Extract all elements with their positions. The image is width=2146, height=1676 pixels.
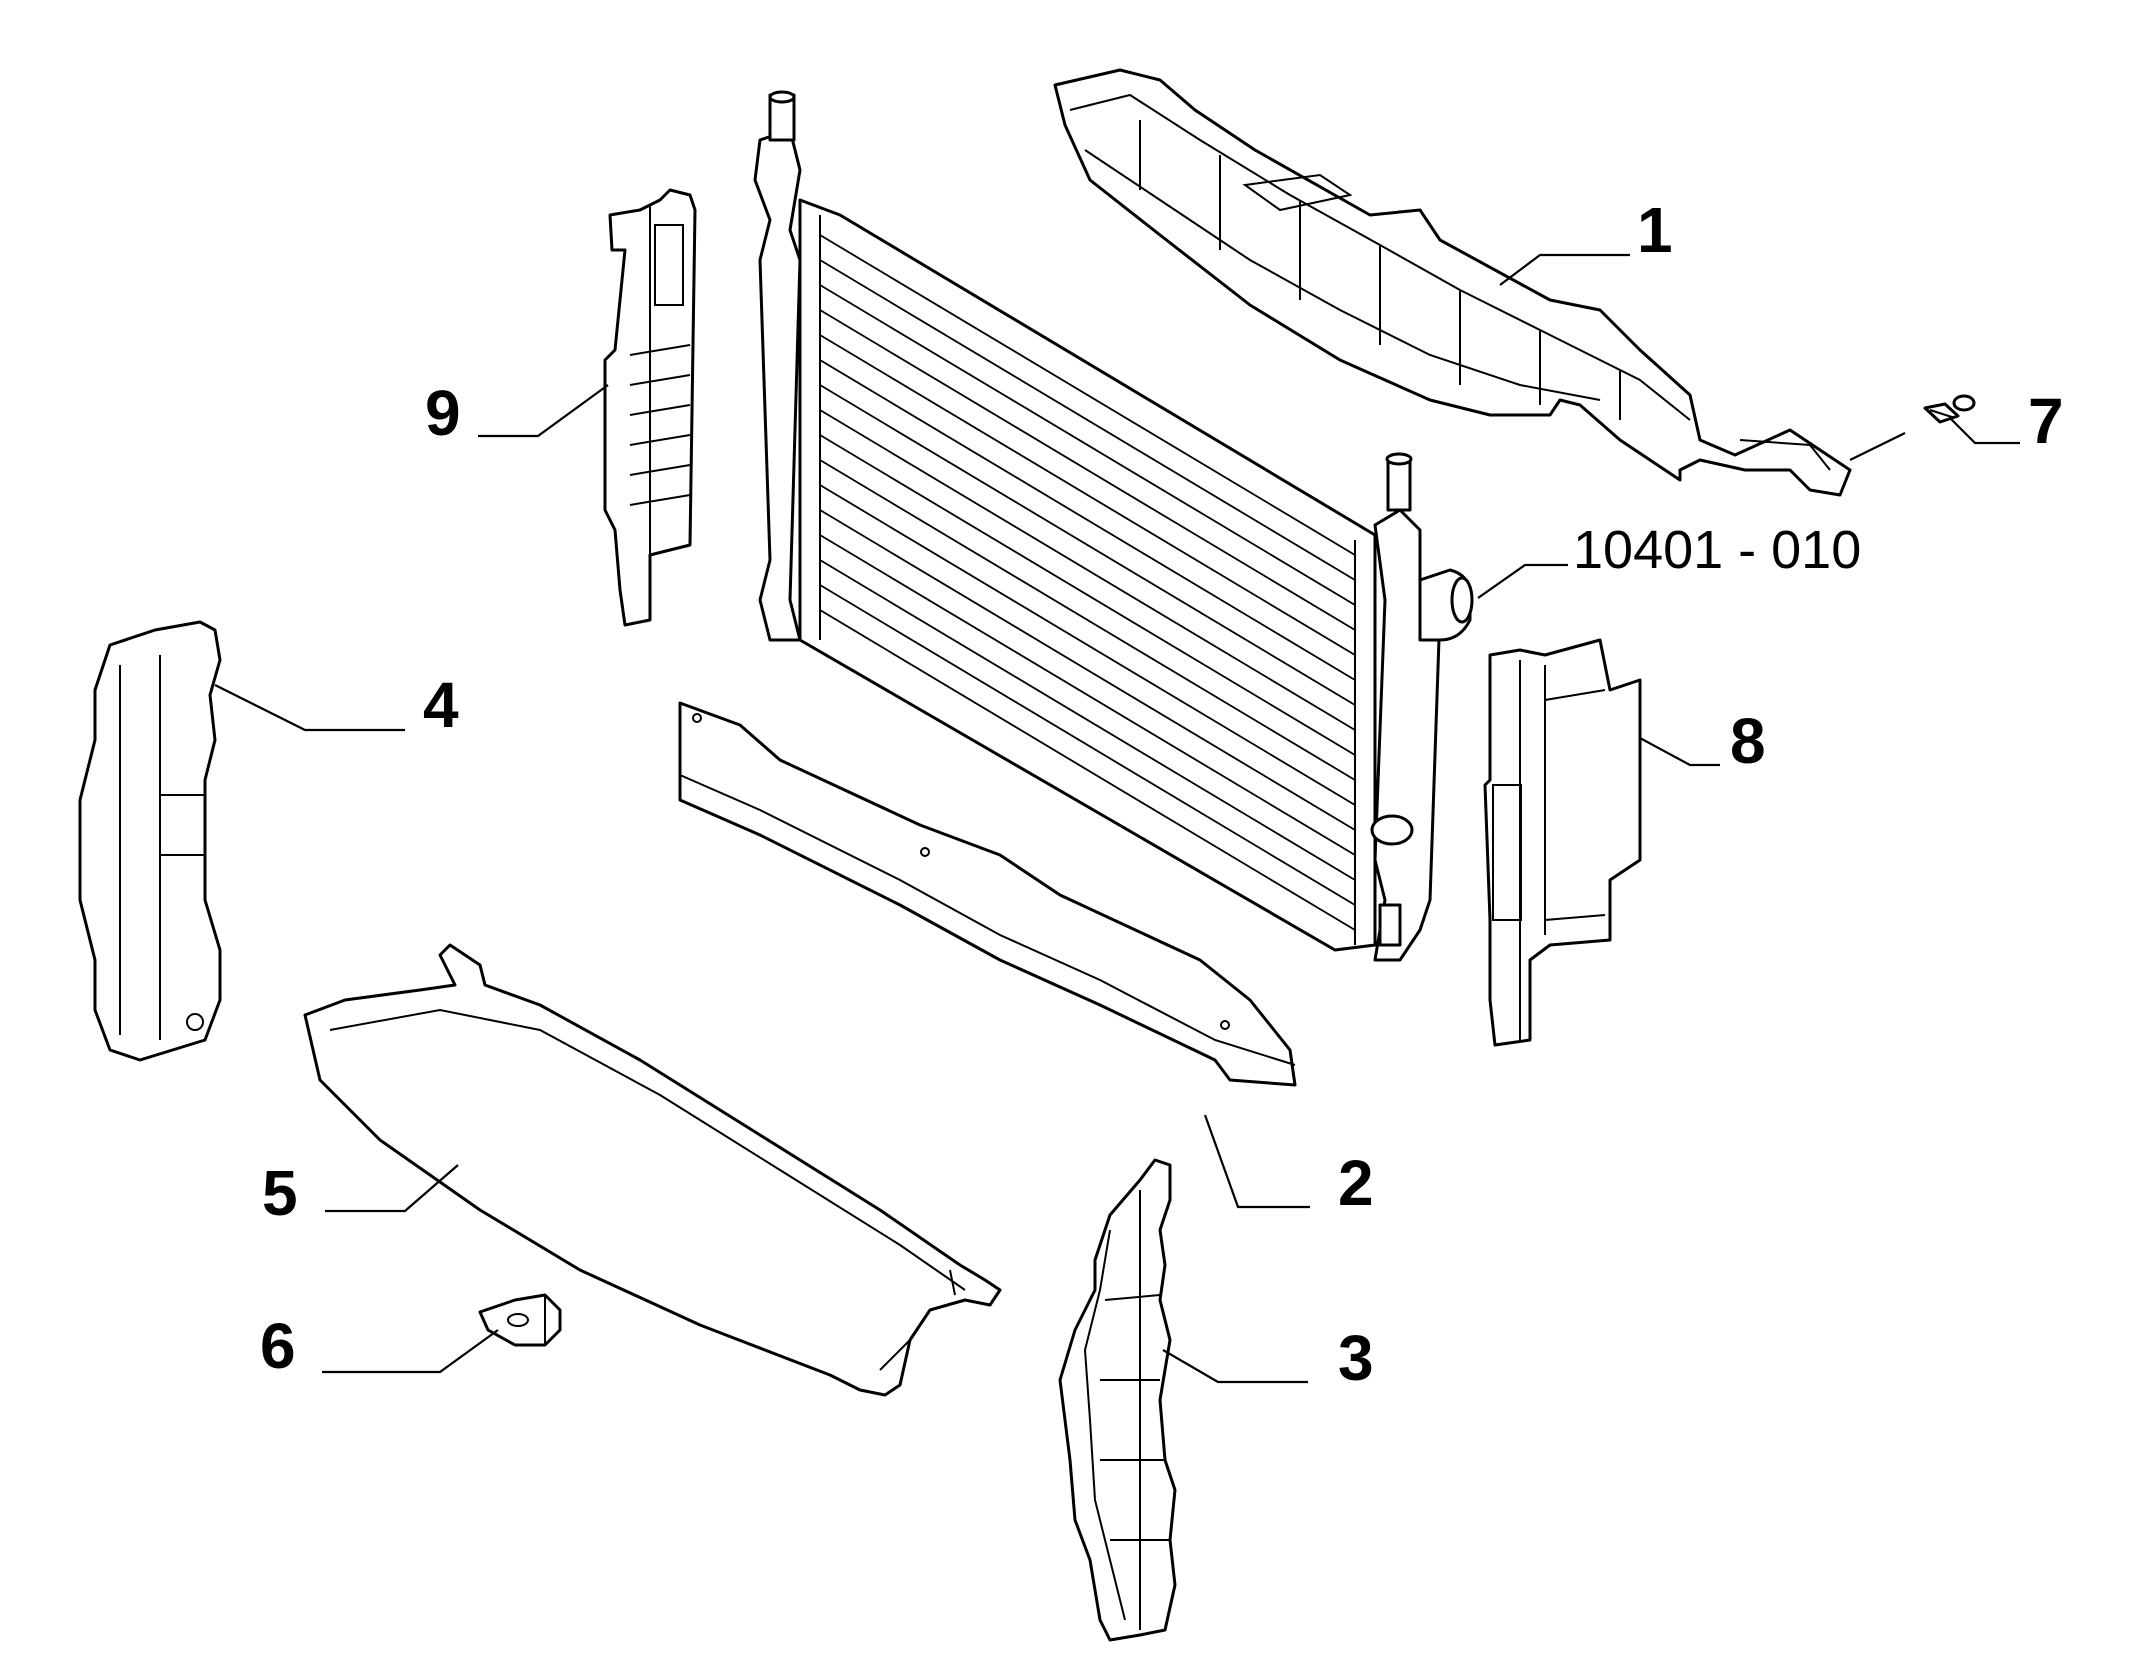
leader-5 <box>325 1164 459 1213</box>
callout-3[interactable]: 3 <box>1338 1322 1374 1394</box>
part-1-upper-crossmember <box>1053 68 1852 497</box>
callout-6[interactable]: 6 <box>260 1310 296 1382</box>
callout-labels: 1 7 10401 - 010 9 4 8 2 5 6 3 <box>260 194 2064 1394</box>
leader-1 <box>1499 253 1630 286</box>
part-7-screw <box>1923 394 1976 424</box>
callout-7[interactable]: 7 <box>2028 385 2064 457</box>
leader-6 <box>322 1329 499 1374</box>
radiator-fins <box>819 234 1356 931</box>
leader-2 <box>1203 1114 1310 1209</box>
part-8-right-air-seal <box>1483 638 1642 1047</box>
callout-9[interactable]: 9 <box>425 377 461 449</box>
leader-3 <box>1162 1349 1308 1384</box>
part-4-left-deflector <box>78 620 222 1062</box>
callout-2[interactable]: 2 <box>1338 1147 1374 1219</box>
leader-lines <box>214 253 2020 1384</box>
callout-5[interactable]: 5 <box>262 1157 298 1229</box>
callout-group-code[interactable]: 10401 - 010 <box>1573 520 1861 580</box>
leader-7-b <box>1849 432 1906 461</box>
leader-7 <box>1949 417 2020 445</box>
part-3-right-lower-deflector <box>1058 1158 1177 1642</box>
part-5-lower-shield <box>303 943 1002 1397</box>
part-9-left-air-seal <box>603 188 697 627</box>
leader-9 <box>478 384 609 438</box>
radiator-assembly <box>753 90 1474 962</box>
leader-4 <box>214 684 405 732</box>
part-2-lower-air-guide <box>678 701 1297 1087</box>
part-6-clip-nut <box>478 1293 562 1347</box>
callout-8[interactable]: 8 <box>1730 705 1766 777</box>
callout-4[interactable]: 4 <box>423 669 459 741</box>
leader-10401 <box>1477 563 1568 599</box>
leader-8 <box>1639 737 1720 767</box>
callout-1[interactable]: 1 <box>1637 194 1673 266</box>
